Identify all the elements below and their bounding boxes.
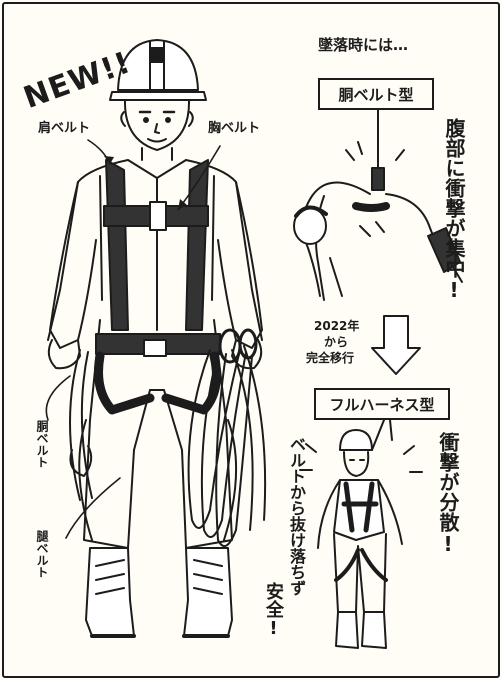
- lanyard-rope: [69, 328, 267, 548]
- transition-note: 完全移行: [306, 351, 355, 365]
- label-torso-belt: 胴ベルト: [35, 420, 49, 468]
- label-chest-belt: 胸ベルト: [208, 121, 261, 136]
- belt-type-title: 胴ベルト型: [318, 78, 434, 110]
- worker-harness: [94, 159, 221, 415]
- harness-type-title: フルハーネス型: [314, 388, 450, 420]
- falling-worker-belt: [293, 109, 463, 301]
- belt-type-caption: 腹部に衝撃が集中!: [442, 118, 466, 302]
- transition-from: から: [324, 335, 349, 349]
- hanging-worker-harness: [299, 419, 423, 649]
- harness-type-caption-1: 衝撃が分散!: [436, 432, 460, 556]
- fall-heading: 墜落時には…: [318, 36, 409, 54]
- label-leg-belt: 腿ベルト: [35, 530, 49, 578]
- transition-arrow: [371, 315, 421, 375]
- label-shoulder-belt: 肩ベルト: [38, 121, 91, 136]
- harness-type-caption-3: 安全!: [263, 582, 284, 639]
- transition-year: 2022年: [314, 319, 360, 333]
- harness-type-caption-2: ベルトから抜け落ちず: [287, 436, 306, 596]
